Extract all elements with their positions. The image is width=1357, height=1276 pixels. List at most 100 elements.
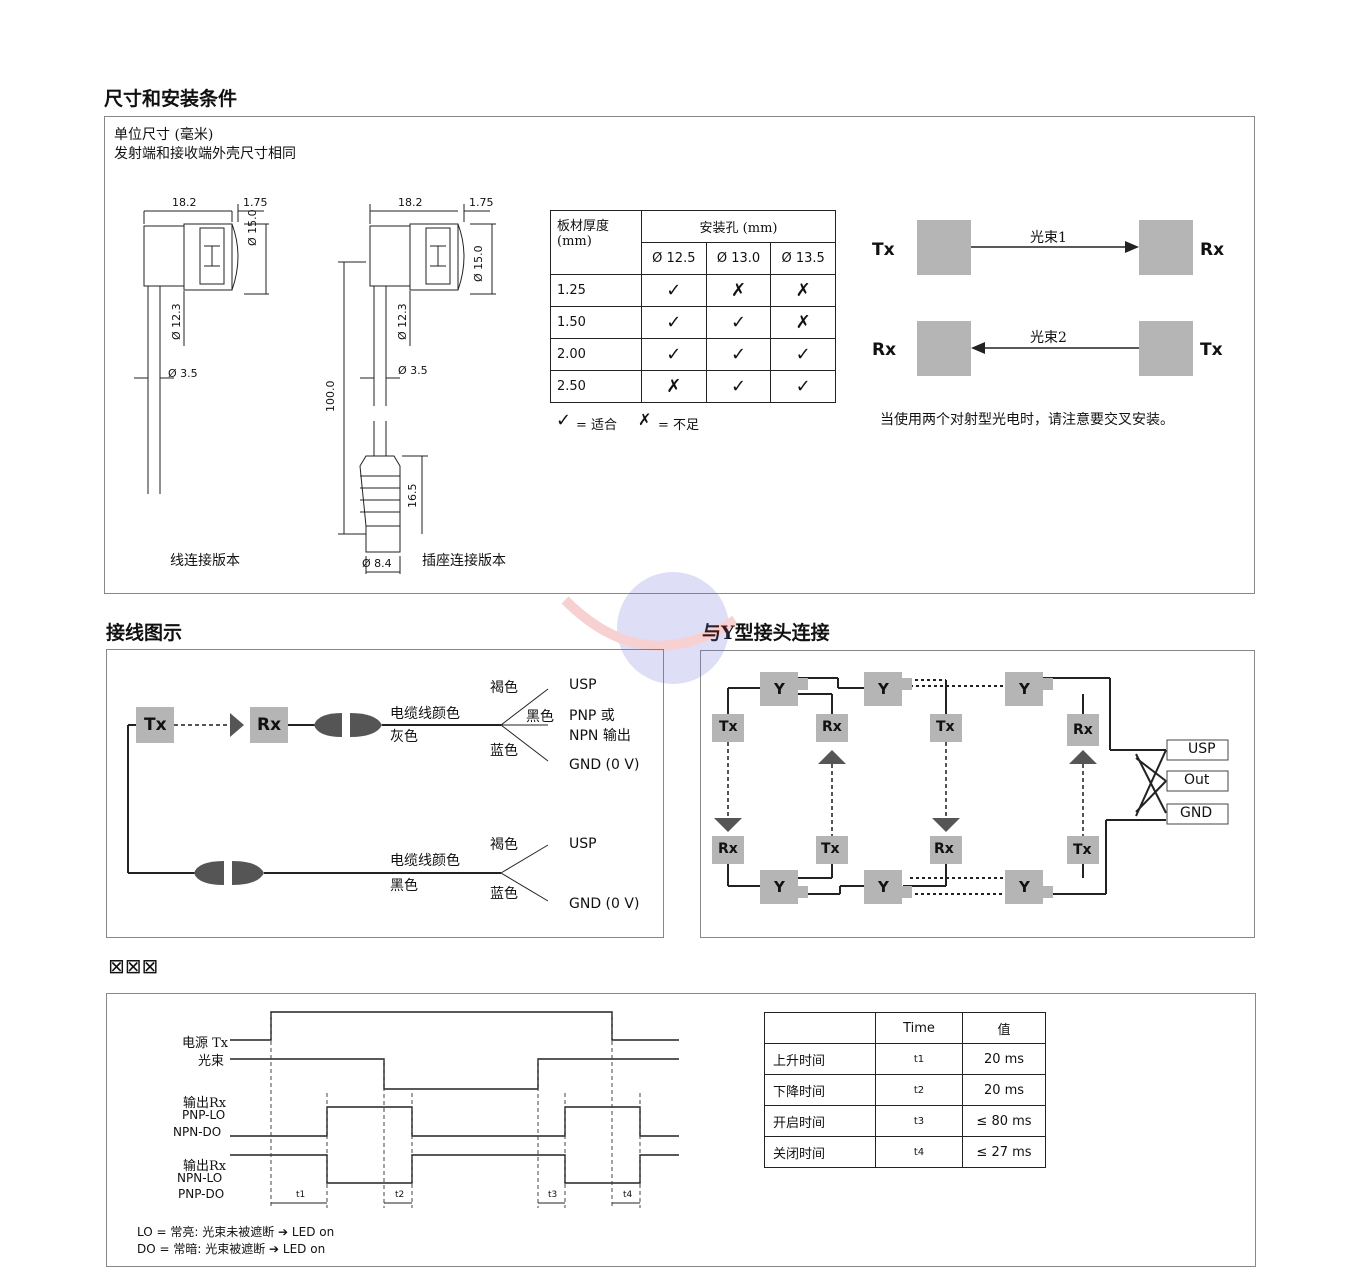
- power-tx-label: 电源 Tx: [182, 1036, 229, 1051]
- arrow-up-icon: [1069, 750, 1097, 764]
- timing-diagram: [230, 1011, 679, 1208]
- cross-rx-1: Rx: [1200, 240, 1225, 260]
- row-symbol: t3: [875, 1105, 963, 1137]
- hole-header: 安装孔 (mm): [641, 210, 836, 243]
- blue-label-2: 蓝色: [490, 886, 518, 902]
- empty-cell: [764, 1012, 876, 1044]
- t3-marker: t3: [548, 1190, 558, 1200]
- beam2-label: 光束2: [1030, 330, 1067, 346]
- row-symbol: t2: [875, 1074, 963, 1106]
- pnp-or-label: PNP 或: [569, 708, 615, 724]
- value-header: 值: [962, 1012, 1046, 1044]
- unit-note: 单位尺寸 (毫米): [114, 127, 214, 143]
- arrow-left-icon: [971, 342, 985, 354]
- grey-label: 灰色: [390, 729, 418, 745]
- legend-ok: = 适合: [576, 418, 618, 433]
- dim-12-3-b: Ø 12.3: [396, 303, 409, 340]
- cross-note: 当使用两个对射型光电时，请注意要交叉安装。: [880, 412, 1174, 428]
- y-rx-label: Rx: [822, 719, 842, 735]
- npn-lo-label: NPN-LO: [177, 1171, 223, 1185]
- row-symbol: t4: [875, 1136, 963, 1168]
- npn-do-label: NPN-DO: [173, 1125, 222, 1139]
- arrow-up-icon: [818, 750, 846, 764]
- dimensions-panel: [104, 116, 1255, 594]
- row-value: 20 ms: [962, 1043, 1046, 1075]
- y-rx-label: Rx: [1073, 722, 1093, 738]
- check-icon: ✓: [705, 370, 772, 403]
- dim-16-5: 16.5: [406, 483, 419, 509]
- cable-version-label: 线连接版本: [170, 553, 240, 569]
- sensor-body: [143, 225, 185, 287]
- check-icon: ✓: [641, 338, 707, 371]
- dim-15-a: Ø 15.0: [246, 209, 259, 246]
- pnp-do-label: PNP-DO: [178, 1187, 225, 1201]
- pnp-lo-label: PNP-LO: [182, 1108, 226, 1122]
- thickness-header: 板材厚度 (mm): [550, 210, 642, 275]
- dim-8-4: Ø 8.4: [362, 557, 392, 570]
- row-label: 下降时间: [764, 1074, 876, 1106]
- check-icon: ✓: [770, 338, 836, 371]
- row-label: 开启时间: [764, 1105, 876, 1137]
- y-connector-diagram: [712, 672, 1229, 904]
- cross-icon: ✗: [638, 410, 652, 429]
- row-value: ≤ 80 ms: [962, 1105, 1046, 1137]
- wiring-tx-box: [136, 707, 174, 743]
- timing-title: ⊠⊠⊠: [108, 954, 159, 978]
- cross-tx-1: Tx: [872, 240, 895, 260]
- mounting-table: 板材厚度 (mm) 安装孔 (mm) Ø 12.5 Ø 13.0 Ø 13.5 …: [550, 210, 836, 403]
- socket-version-label: 插座连接版本: [422, 553, 506, 569]
- check-icon: ✓: [705, 306, 772, 339]
- cross-rx-2: Rx: [872, 340, 897, 360]
- row-label: 上升时间: [764, 1043, 876, 1075]
- lo-note: LO = 常亮: 光束未被遮断 ➔ LED on: [137, 1225, 335, 1239]
- y-tx-label: Tx: [936, 719, 955, 735]
- col-header: Ø 13.0: [705, 242, 772, 275]
- t2-marker: t2: [395, 1190, 405, 1200]
- beam1-label: 光束1: [1030, 230, 1067, 246]
- gnd-label-1: GND (0 V): [569, 757, 640, 773]
- cross-mount-diagram: [917, 220, 1193, 376]
- gnd-terminal: [1166, 803, 1229, 825]
- rx-box-1: [1139, 220, 1193, 275]
- brown-label-1: 褐色: [490, 680, 518, 696]
- thickness-cell: 2.50: [550, 370, 642, 403]
- dim-1-75-a: 1.75: [243, 196, 268, 209]
- y-rx-label: Rx: [718, 841, 738, 857]
- cross-icon: ✗: [705, 274, 772, 307]
- cross-icon: ✗: [770, 306, 836, 339]
- connector-icon: [314, 713, 342, 737]
- row-symbol: t1: [875, 1043, 963, 1075]
- rx-box-2: [917, 321, 971, 376]
- dim-15-b: Ø 15.0: [472, 245, 485, 282]
- dim-12-3-a: Ø 12.3: [170, 303, 183, 340]
- wiring-panel: [106, 649, 664, 938]
- housing-note: 发射端和接收端外壳尺寸相同: [114, 146, 296, 162]
- dimensions-title: 尺寸和安装条件: [104, 88, 238, 110]
- row-value: ≤ 27 ms: [962, 1136, 1046, 1168]
- y-gnd-label: GND: [1180, 805, 1213, 821]
- check-icon: ✓: [770, 370, 836, 403]
- timing-table: Time 值 上升时间 t1 20 ms 下降时间 t2 20 ms 开启时间 …: [764, 1012, 1046, 1168]
- brown-label-2: 褐色: [490, 837, 518, 853]
- wiring-title: 接线图示: [106, 622, 183, 644]
- connector-icon: [194, 861, 224, 885]
- y-out-label: Out: [1184, 772, 1210, 788]
- dim-3-5-a: Ø 3.5: [168, 367, 198, 380]
- cable-color-label-1: 电缆线颜色: [390, 706, 460, 722]
- dim-100: 100.0: [324, 380, 337, 413]
- arrow-down-icon: [714, 818, 742, 832]
- out-rx2-label: 输出Rx: [183, 1159, 227, 1174]
- y-usp-label: USP: [1188, 741, 1216, 757]
- cross-icon: ✗: [641, 370, 707, 403]
- time-header: Time: [875, 1012, 963, 1044]
- gnd-label-2: GND (0 V): [569, 896, 640, 912]
- wiring-rx-label: Rx: [257, 715, 282, 735]
- arrow-down-icon: [932, 818, 960, 832]
- thickness-cell: 2.00: [550, 338, 642, 371]
- wiring-rx-box: [250, 707, 288, 743]
- y-rx-label: Rx: [934, 841, 954, 857]
- blue-label-1: 蓝色: [490, 743, 518, 759]
- cross-icon: ✗: [770, 274, 836, 307]
- tx-box-2: [1139, 321, 1193, 376]
- y-label: Y: [878, 878, 889, 896]
